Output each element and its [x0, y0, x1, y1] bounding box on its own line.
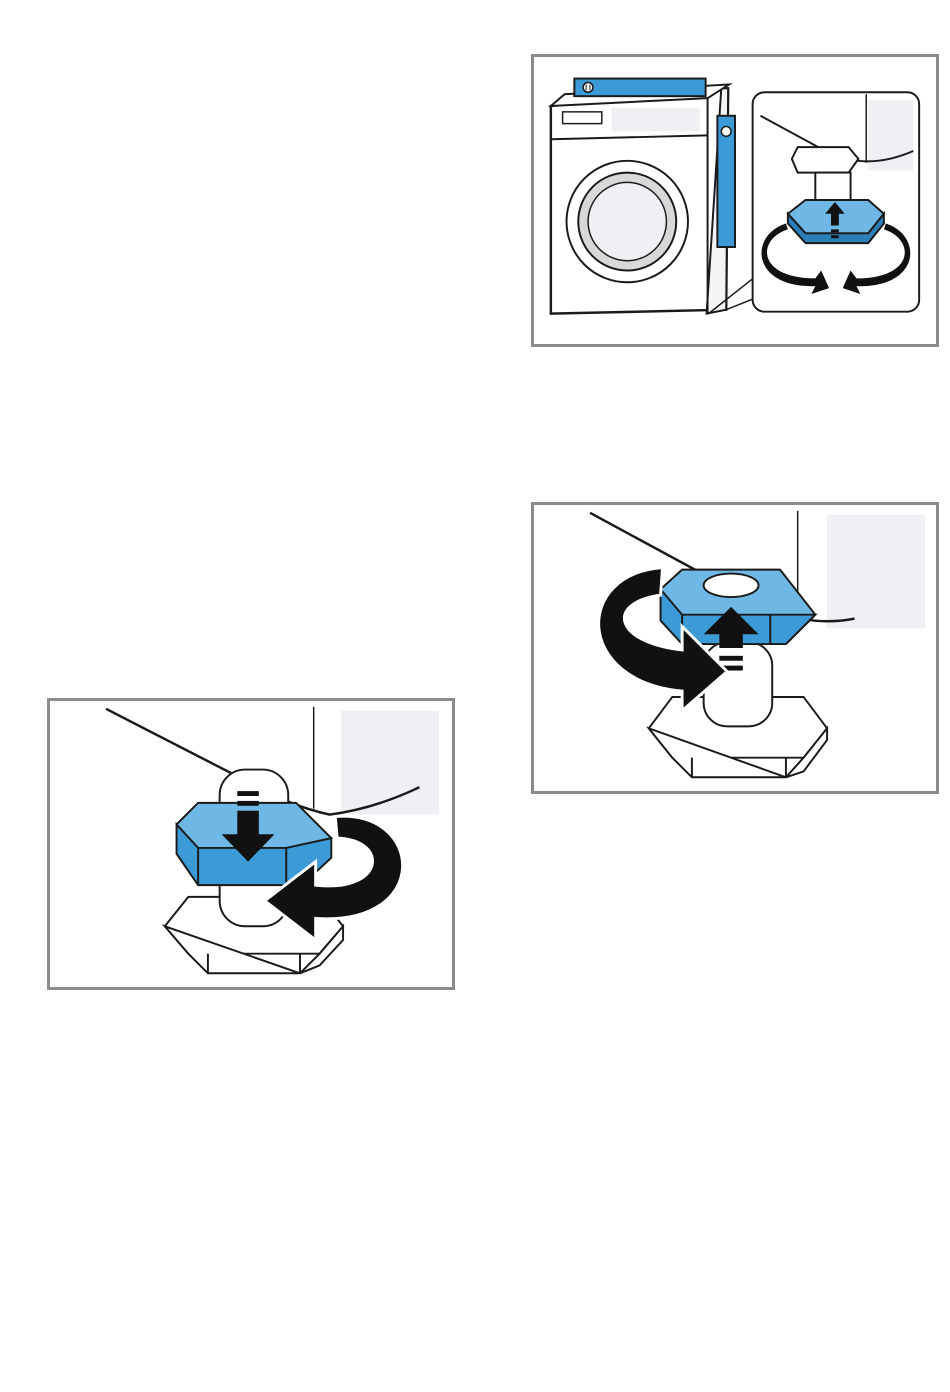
figure-raise-foot — [531, 502, 939, 794]
figure-level-check — [531, 54, 939, 347]
adjustable-foot-icon — [534, 505, 936, 791]
adjustable-foot-icon — [50, 701, 452, 987]
figure-lower-foot — [47, 698, 455, 990]
spirit-level-icon — [574, 79, 705, 97]
washing-machine-icon — [534, 57, 936, 344]
